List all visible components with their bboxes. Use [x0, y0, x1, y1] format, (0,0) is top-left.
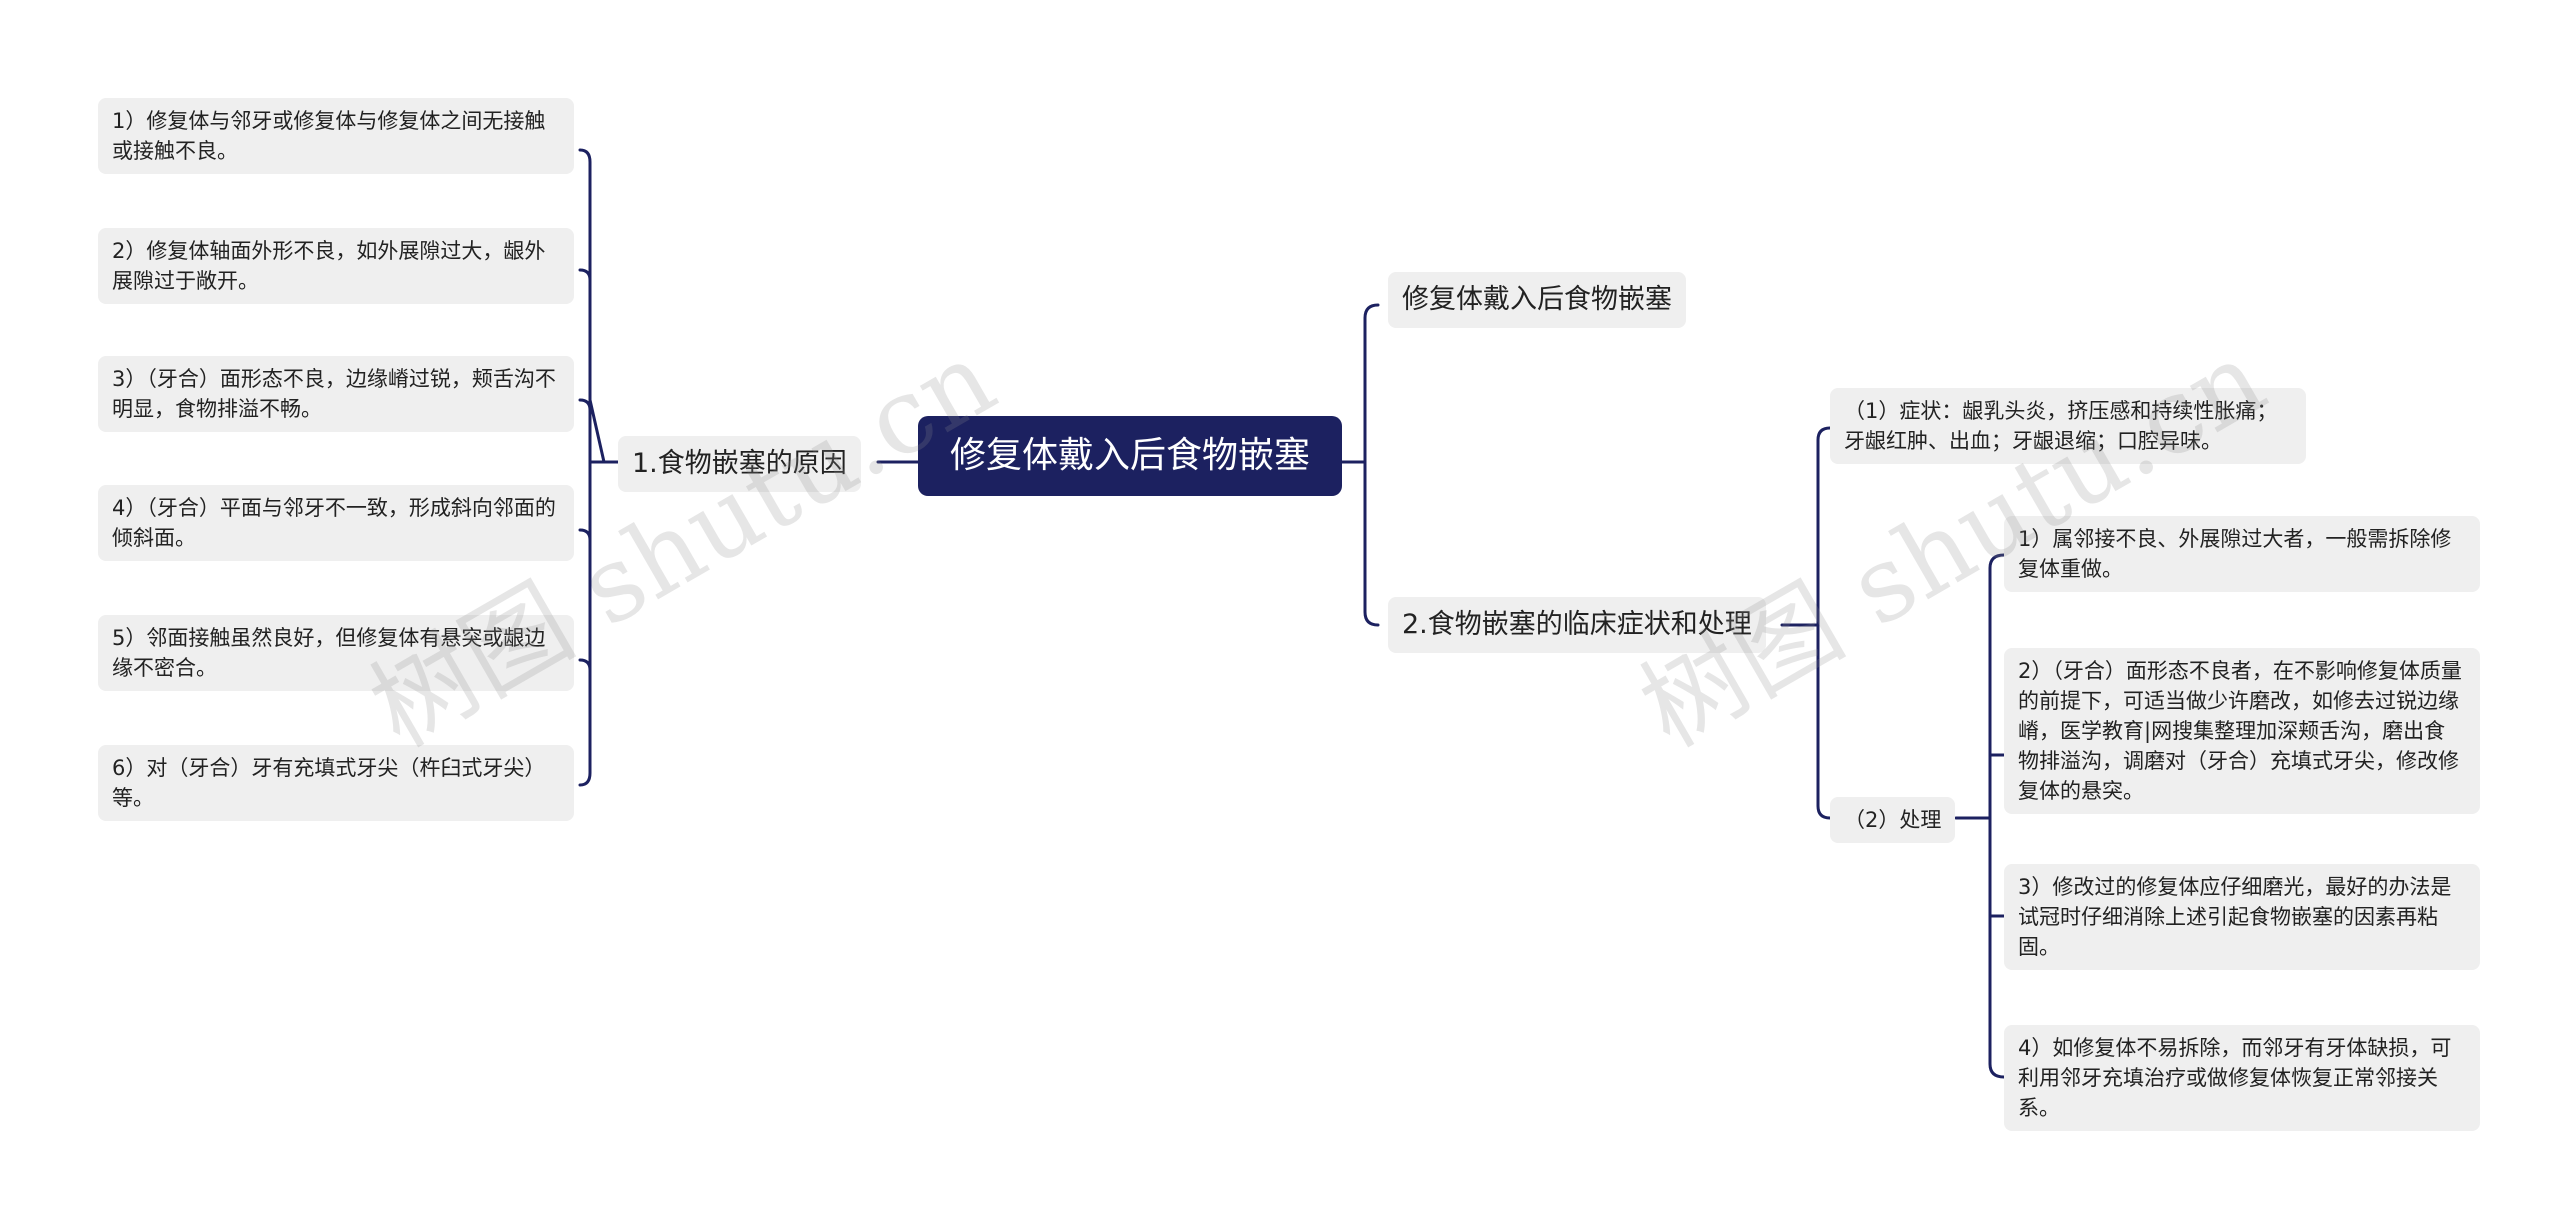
treatment-item-2-text: 2）（牙合）面形态不良者，在不影响修复体质量的前提下，可适当做少许磨改，如修去过… [2018, 659, 2462, 803]
central-topic[interactable]: 修复体戴入后食物嵌塞 [918, 416, 1342, 496]
treatment-item-3[interactable]: 3）修改过的修复体应仔细磨光，最好的办法是试冠时仔细消除上述引起食物嵌塞的因素再… [2004, 864, 2480, 970]
cause-item-6[interactable]: 6）对（牙合）牙有充填式牙尖（杵臼式牙尖）等。 [98, 745, 574, 821]
cause-item-6-text: 6）对（牙合）牙有充填式牙尖（杵臼式牙尖）等。 [112, 756, 546, 810]
cause-item-3[interactable]: 3）（牙合）面形态不良，边缘嵴过锐，颊舌沟不明显，食物排溢不畅。 [98, 356, 574, 432]
symptom-text: （1）症状：龈乳头炎，挤压感和持续性胀痛；牙龈红肿、出血；牙龈退缩；口腔异味。 [1844, 399, 2278, 453]
edge-left-bus [578, 148, 592, 787]
cause-branch-node[interactable]: 1.食物嵌塞的原因 [618, 436, 861, 492]
symptom-branch-node[interactable]: 2.食物嵌塞的临床症状和处理 [1388, 597, 1766, 653]
treatment-item-1[interactable]: 1）属邻接不良、外展隙过大者，一般需拆除修复体重做。 [2004, 516, 2480, 592]
symptom-node[interactable]: （1）症状：龈乳头炎，挤压感和持续性胀痛；牙龈红肿、出血；牙龈退缩；口腔异味。 [1830, 388, 2306, 464]
treatment-node[interactable]: （2）处理 [1830, 797, 1956, 843]
cause-item-3-text: 3）（牙合）面形态不良，边缘嵴过锐，颊舌沟不明显，食物排溢不畅。 [112, 367, 556, 421]
cause-item-5-text: 5）邻面接触虽然良好，但修复体有悬突或龈边缘不密合。 [112, 626, 546, 680]
central-topic-label: 修复体戴入后食物嵌塞 [949, 435, 1310, 476]
right-top-node[interactable]: 修复体戴入后食物嵌塞 [1388, 272, 1686, 328]
treatment-item-1-text: 1）属邻接不良、外展隙过大者，一般需拆除修复体重做。 [2018, 527, 2452, 581]
symptom-branch-label: 2.食物嵌塞的临床症状和处理 [1402, 609, 1752, 640]
right-top-label: 修复体戴入后食物嵌塞 [1402, 284, 1672, 315]
treatment-item-4-text: 4）如修复体不易拆除，而邻牙有牙体缺损，可利用邻牙充填治疗或做修复体恢复正常邻接… [2018, 1036, 2452, 1120]
treatment-item-3-text: 3）修改过的修复体应仔细磨光，最好的办法是试冠时仔细消除上述引起食物嵌塞的因素再… [2018, 875, 2452, 959]
treatment-label: （2）处理 [1844, 808, 1942, 832]
cause-item-1-text: 1）修复体与邻牙或修复体与修复体之间无接触或接触不良。 [112, 109, 546, 163]
cause-branch-label: 1.食物嵌塞的原因 [632, 448, 847, 479]
cause-item-4[interactable]: 4）（牙合）平面与邻牙不一致，形成斜向邻面的倾斜面。 [98, 485, 574, 561]
cause-item-2[interactable]: 2）修复体轴面外形不良，如外展隙过大，龈外展隙过于敞开。 [98, 228, 574, 304]
treatment-item-2[interactable]: 2）（牙合）面形态不良者，在不影响修复体质量的前提下，可适当做少许磨改，如修去过… [2004, 648, 2480, 814]
cause-item-2-text: 2）修复体轴面外形不良，如外展隙过大，龈外展隙过于敞开。 [112, 239, 546, 293]
cause-item-1[interactable]: 1）修复体与邻牙或修复体与修复体之间无接触或接触不良。 [98, 98, 574, 174]
cause-item-5[interactable]: 5）邻面接触虽然良好，但修复体有悬突或龈边缘不密合。 [98, 615, 574, 691]
treatment-item-4[interactable]: 4）如修复体不易拆除，而邻牙有牙体缺损，可利用邻牙充填治疗或做修复体恢复正常邻接… [2004, 1025, 2480, 1131]
cause-item-4-text: 4）（牙合）平面与邻牙不一致，形成斜向邻面的倾斜面。 [112, 496, 556, 550]
